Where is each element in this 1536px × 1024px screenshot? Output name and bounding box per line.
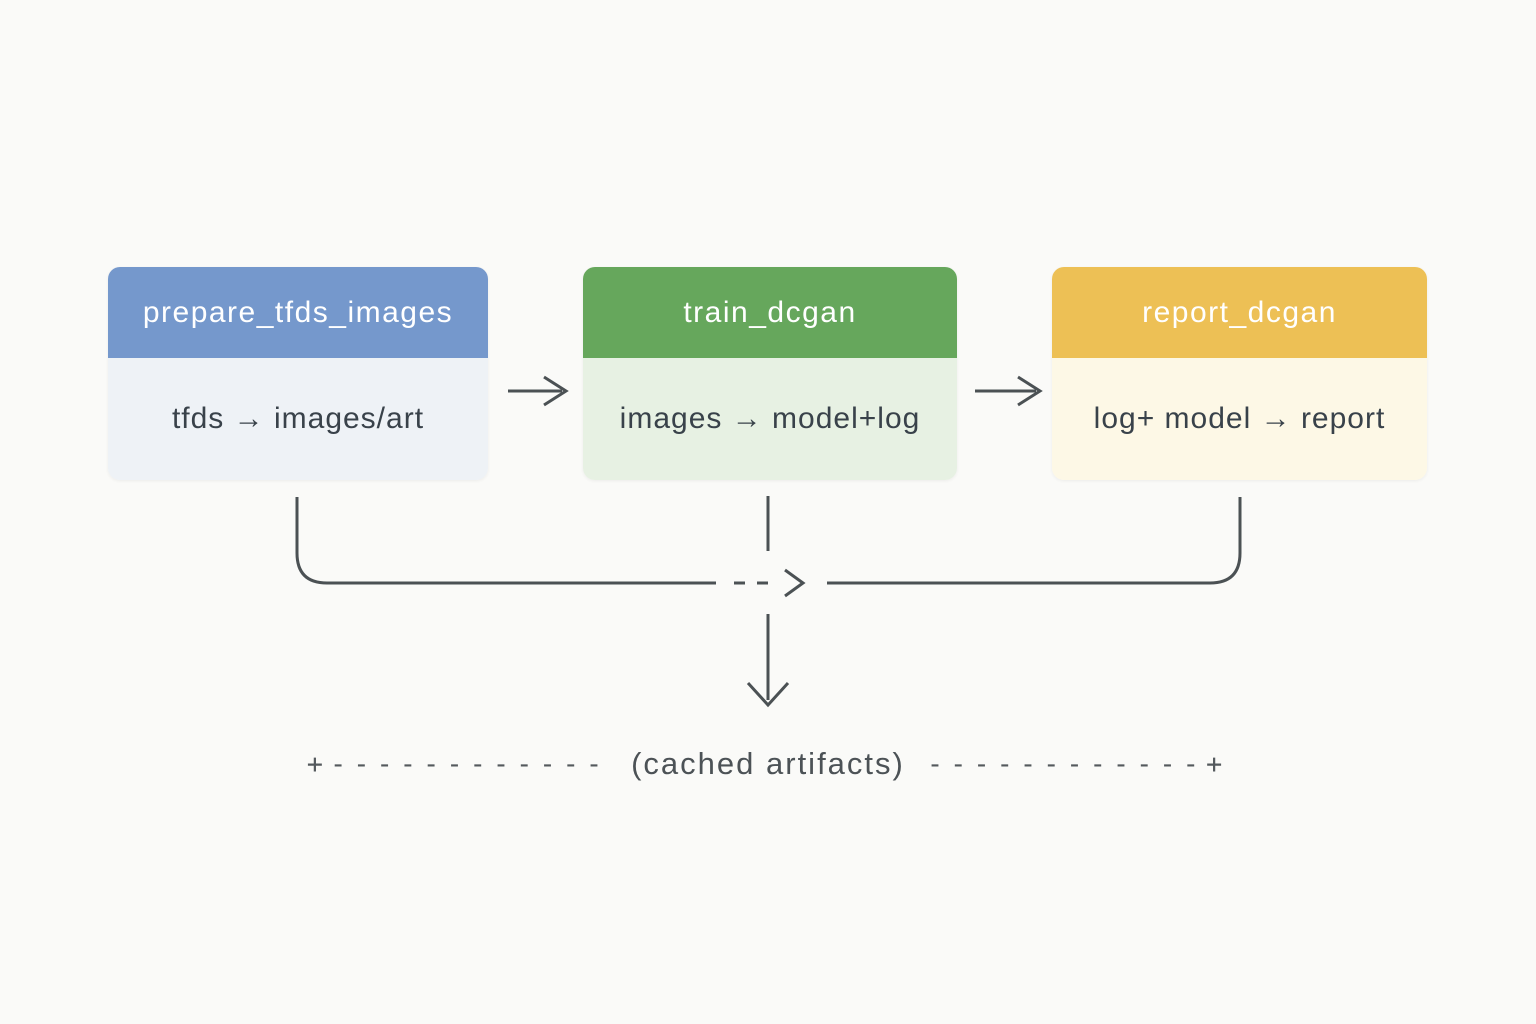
arrow-train-to-report — [975, 375, 1043, 407]
cached-dash-right: ------------+ — [926, 748, 1230, 780]
cached-artifacts-label: (cached artifacts) — [631, 746, 905, 781]
node-title: report_dcgan — [1142, 295, 1337, 329]
cached-dash-left: +------------ — [306, 748, 610, 780]
node-report-dcgan: report_dcgan log+ model → report — [1052, 267, 1427, 480]
cached-artifacts-caption: +------------ (cached artifacts) -------… — [0, 746, 1536, 782]
connector-right-merge — [827, 497, 1242, 585]
connector-left-merge — [295, 497, 716, 585]
node-io-text: images → model+log — [619, 402, 921, 435]
node-prepare-tfds-images: prepare_tfds_images tfds → images/art — [108, 267, 488, 480]
arrow-down-to-cache — [746, 614, 790, 708]
dashed-merge-arrow — [734, 568, 806, 598]
node-train-dcgan: train_dcgan images → model+log — [583, 267, 957, 480]
node-title: train_dcgan — [683, 295, 857, 329]
node-header: train_dcgan — [583, 267, 957, 358]
arrow-prepare-to-train — [508, 375, 569, 407]
node-header: report_dcgan — [1052, 267, 1427, 358]
node-io: tfds → images/art — [108, 358, 488, 480]
node-io: log+ model → report — [1052, 358, 1427, 480]
node-io-text: log+ model → report — [1093, 402, 1386, 435]
node-io: images → model+log — [583, 358, 957, 480]
node-io-text: tfds → images/art — [171, 402, 425, 435]
node-header: prepare_tfds_images — [108, 267, 488, 358]
node-title: prepare_tfds_images — [142, 295, 454, 329]
